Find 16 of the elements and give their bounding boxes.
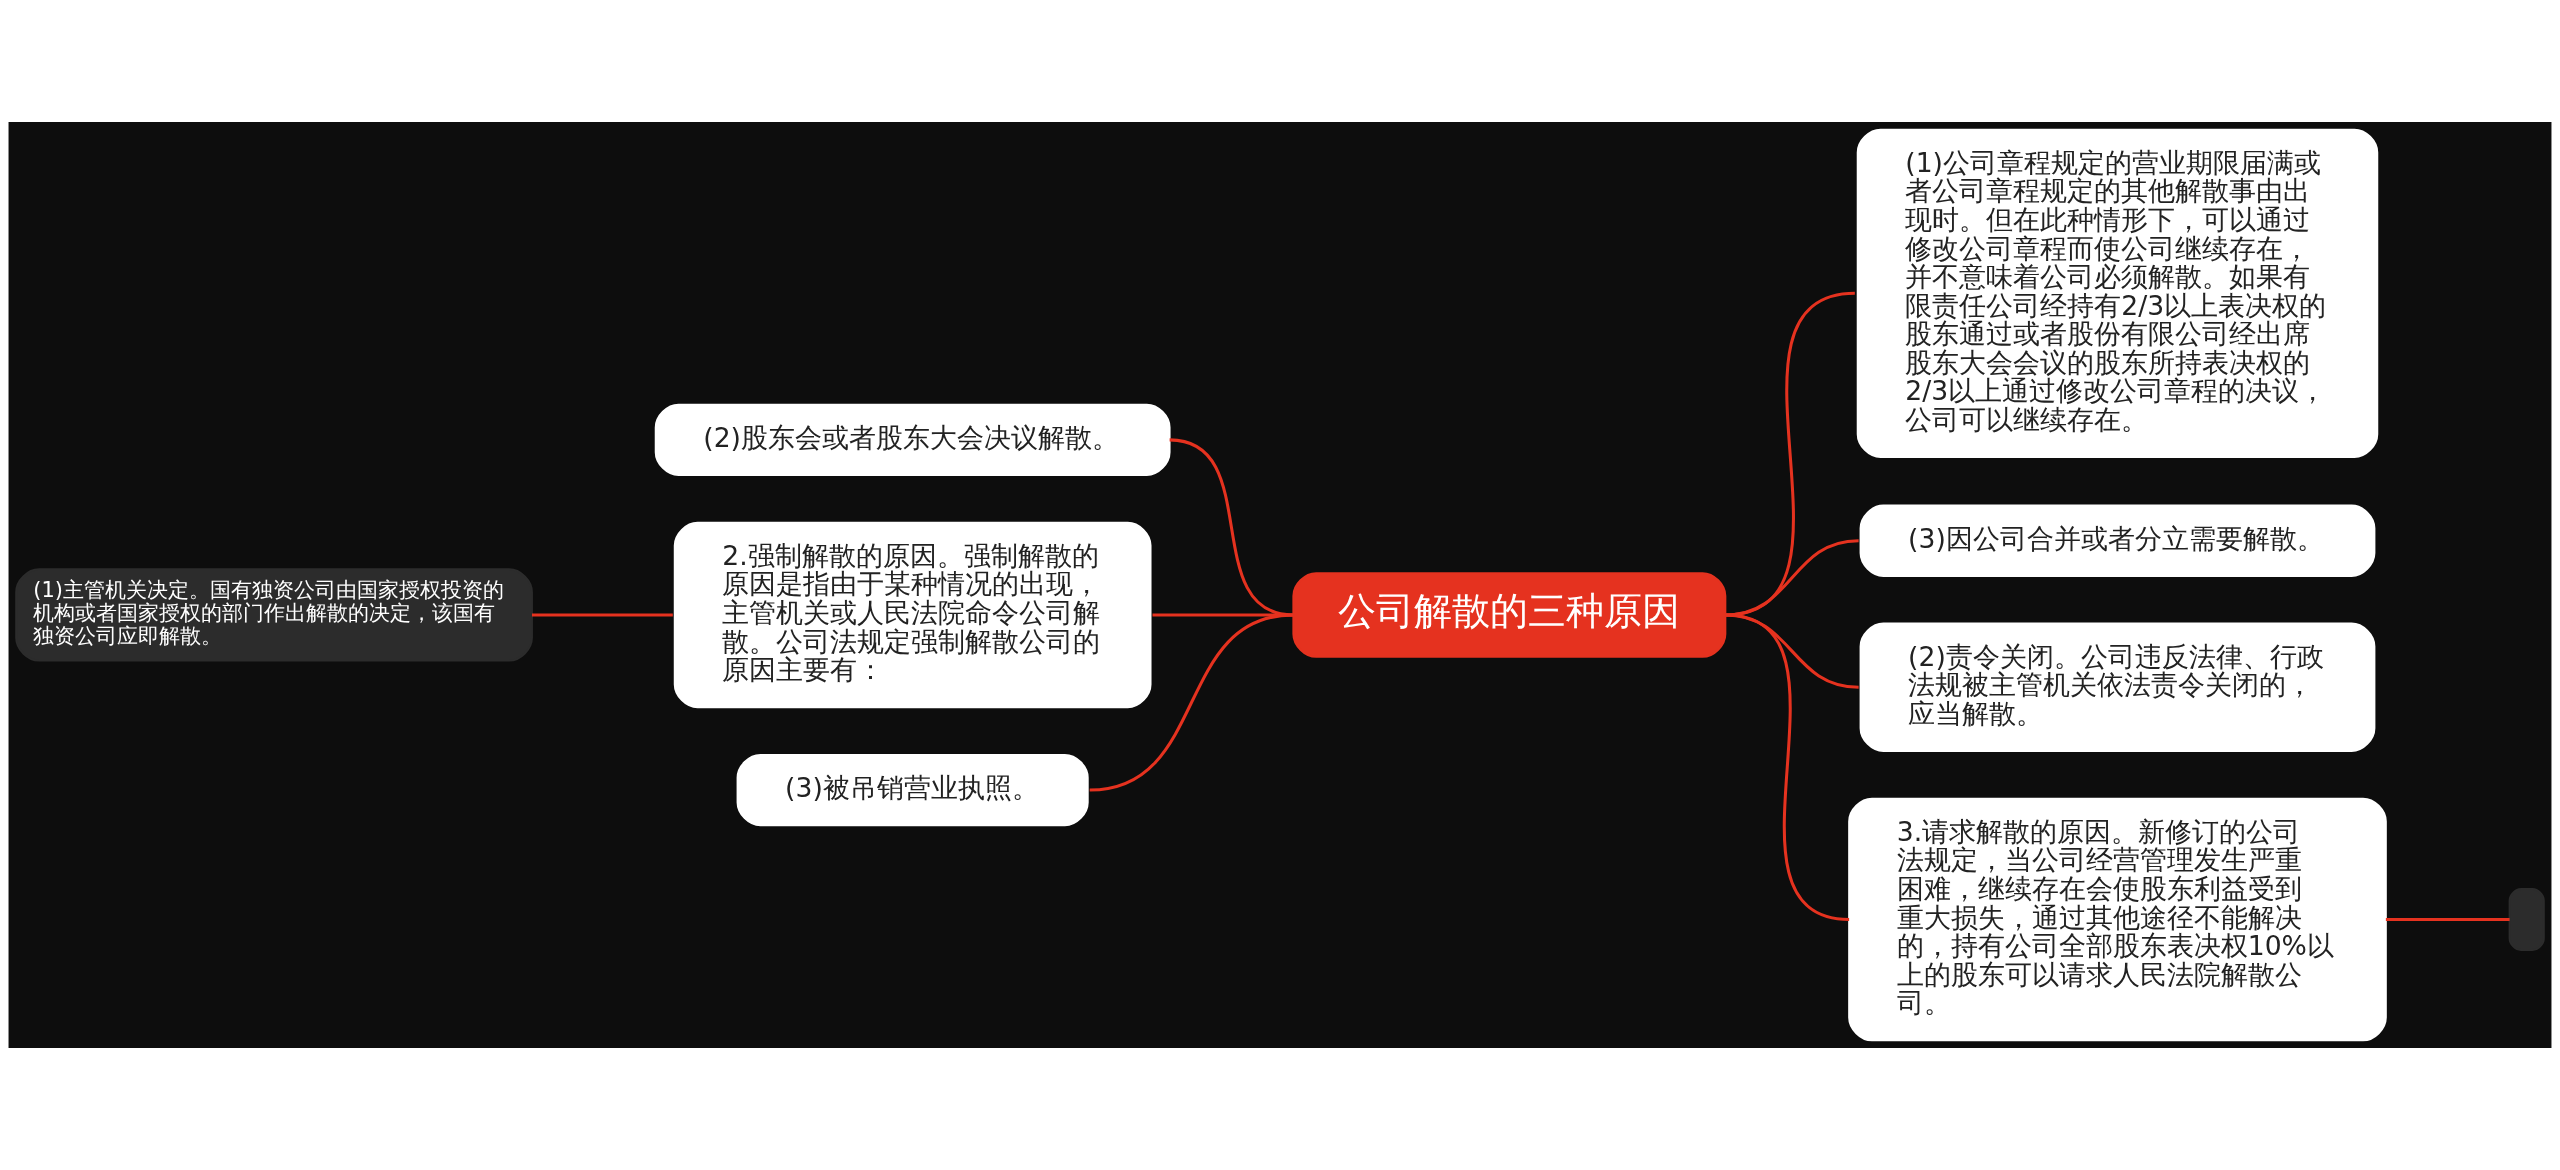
node-box: (1)主管机关决定。国有独资公司由国家授权投资的机构或者国家授权的部门作出解散的决定，该国有独资公司应即解散。 [15, 568, 533, 662]
node-box: (1)公司章程规定的营业期限届满或者公司章程规定的其他解散事由出现时。但在此种情形下，可以通过修改公司章程而使公司继续存在，并不意味着公司必须解散。如果有限责任公司经持有2/3以上表决权的股东通过或者股份有限公司经出席股东大会会议的股东所持表决权的2/3以上通过修改公司章程的决议，公司可以继续存在。 [1856, 128, 2379, 458]
connector [1725, 539, 1859, 617]
node-box [2508, 888, 2545, 951]
node-box: (3)被吊销营业执照。 [736, 753, 1089, 827]
connector [1089, 613, 1294, 792]
node-box: (2)责令关闭。公司违反法律、行政法规被主管机关依法责令关闭的，应当解散。 [1859, 622, 2376, 753]
connector [531, 613, 673, 617]
node-box: 3.请求解散的原因。新修订的公司法规定，当公司经营管理发生严重困难，继续存在会使股东利益受到重大损失，通过其他途径不能解决的，持有公司全部股东表决权10%以上的股东可以请求人民法院解散公司。 [1848, 797, 2387, 1042]
connector [1725, 613, 1850, 921]
connector [1152, 613, 1294, 617]
node-box: (3)因公司合并或者分立需要解散。 [1859, 504, 2376, 577]
node-box: 公司解散的三种原因 [1292, 572, 1727, 658]
connector [2385, 918, 2510, 922]
node-box: (2)股东会或者股东大会决议解散。 [654, 403, 1171, 477]
node-box: 2.强制解散的原因。强制解散的原因是指由于某种情况的出现，主管机关或人民法院命令公司解散。公司法规定强制解散公司的原因主要有： [673, 521, 1152, 709]
